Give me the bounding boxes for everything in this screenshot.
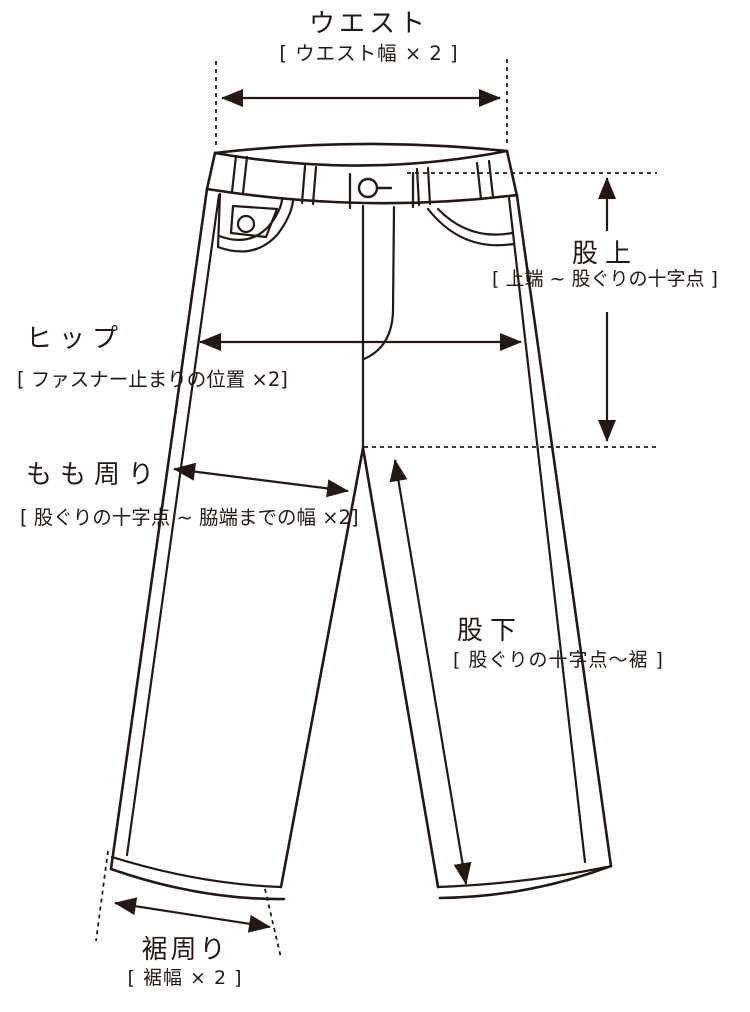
fly-stitch [362, 205, 396, 361]
waistband-bottom [205, 187, 519, 205]
left-inseam [279, 446, 365, 889]
right-hem-bottom [438, 864, 613, 900]
hem-label: 裾周り [141, 935, 229, 965]
left-pocket [216, 192, 295, 253]
hip-label: ヒップ [26, 324, 126, 354]
thigh-arrow [173, 462, 349, 498]
rise-note: [ 上端 ~ 股ぐりの十字点 ] [492, 268, 718, 290]
right-seam-stitch [507, 196, 587, 864]
hip-note: [ ファスナー止まりの位置 ×2] [17, 368, 288, 391]
inseam-note: [ 股ぐりの十字点〜裾 ] [453, 649, 664, 671]
coin-pocket [229, 204, 279, 239]
waist-button-icon [357, 177, 379, 199]
left-seam-stitch [125, 193, 221, 857]
belt-loops [230, 154, 495, 207]
hem-note: [ 裾幅 × 2 ] [127, 967, 243, 989]
waist-note: [ ウエスト幅 × 2 ] [279, 42, 459, 65]
waist-opening-bottom [213, 149, 509, 167]
left-hem-bottom [109, 867, 286, 901]
right-inseam [361, 446, 440, 889]
inseam-label: 股下 [457, 616, 524, 646]
hem-guide-left [95, 850, 109, 942]
thigh-label: もも周り [26, 460, 163, 490]
left-hem-cuff [110, 855, 283, 889]
right-outer-seam [505, 149, 613, 868]
right-pocket [426, 207, 515, 247]
left-outer-seam [109, 151, 217, 871]
thigh-note: [ 股ぐりの十字点 ~ 脇端までの幅 ×2] [20, 506, 359, 529]
rivet-icon [236, 214, 256, 234]
waist-opening-top [213, 142, 509, 155]
hem-arrow [114, 897, 271, 933]
right-hem-cuff [436, 865, 609, 889]
rise-label: 股上 [571, 239, 638, 269]
waist-label: ウエスト [308, 9, 429, 39]
inseam-arrow [389, 459, 472, 885]
measurement-arrows [114, 89, 616, 933]
